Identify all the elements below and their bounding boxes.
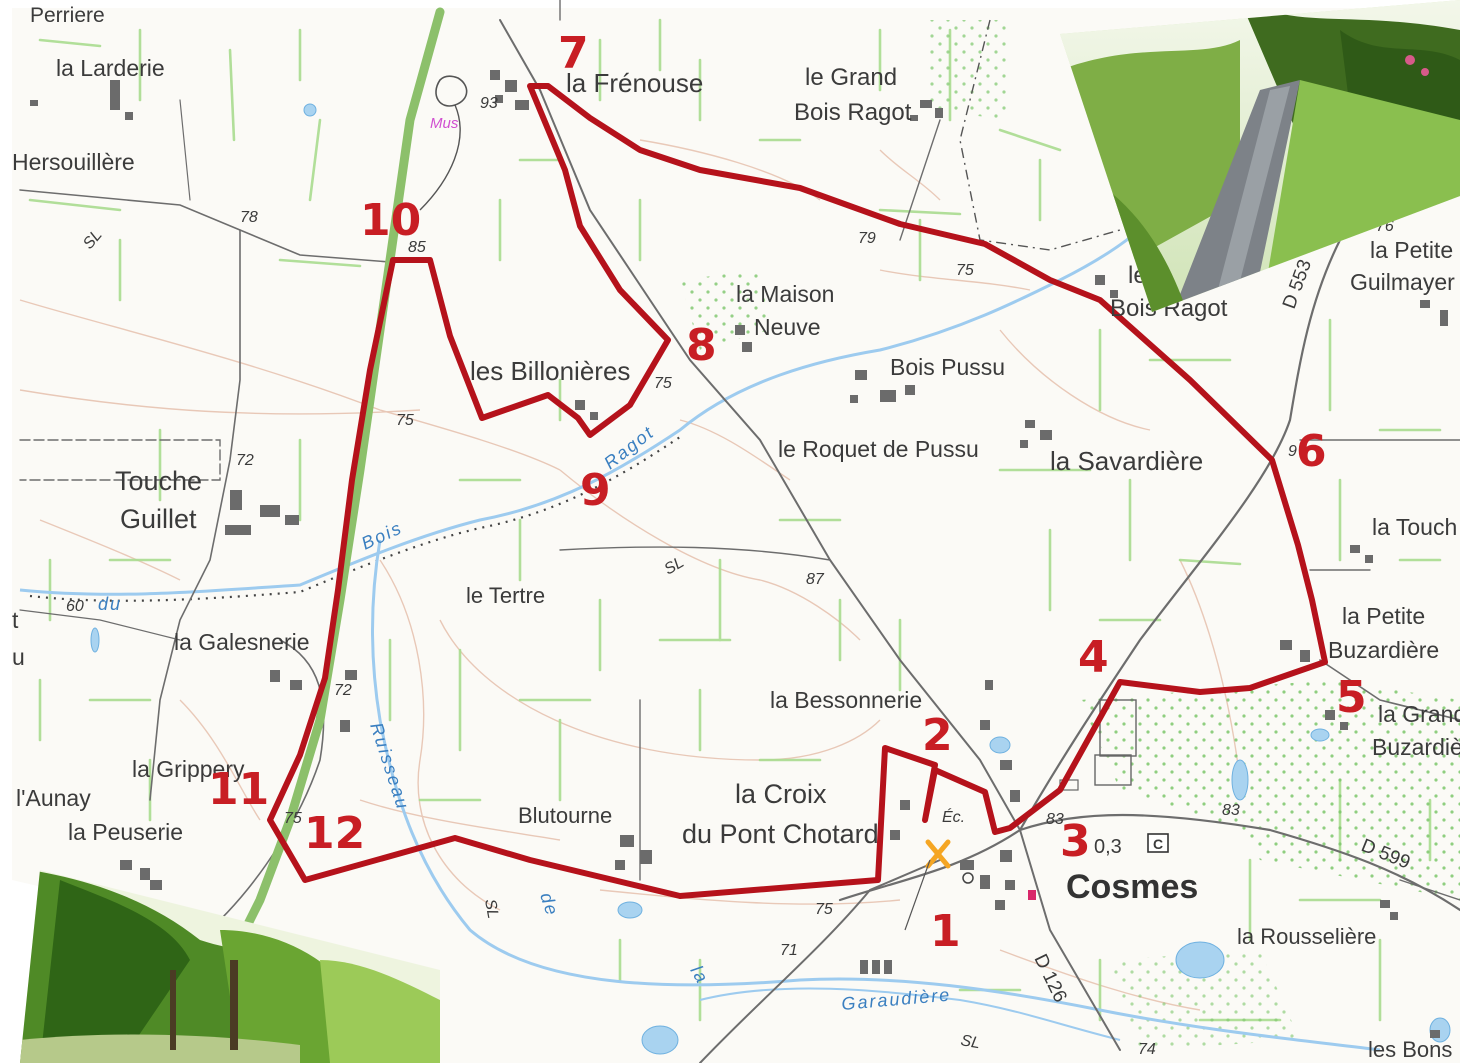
altitude: 79 bbox=[858, 230, 876, 247]
altitude: 75 bbox=[284, 810, 302, 827]
map-icon-pink bbox=[1028, 890, 1036, 900]
waypoint-10[interactable]: 10 bbox=[360, 195, 421, 246]
place-label: la Croix bbox=[735, 779, 827, 809]
place-label: Neuve bbox=[754, 314, 820, 340]
town-altitude: 0,3 bbox=[1094, 836, 1122, 858]
altitude: 72 bbox=[334, 682, 352, 699]
town-name: Cosmes bbox=[1066, 868, 1198, 906]
place-label: la Frénouse bbox=[566, 68, 703, 98]
altitude: 93 bbox=[480, 95, 498, 112]
place-label: u bbox=[12, 644, 25, 670]
place-label: Hersouillère bbox=[12, 149, 135, 175]
roads bbox=[19, 0, 1460, 1063]
river-garaudiere bbox=[699, 987, 1121, 1041]
altitude: 83 bbox=[1222, 802, 1240, 819]
altitude: 9 bbox=[1288, 443, 1297, 460]
waypoint-8[interactable]: 8 bbox=[686, 320, 717, 371]
place-label: Guilmayer bbox=[1350, 269, 1455, 295]
place-label: la Savardière bbox=[1050, 446, 1203, 476]
sl-label: SL bbox=[481, 898, 501, 920]
place-label: l'Aunay bbox=[16, 785, 91, 811]
river-label-du: du bbox=[98, 594, 122, 614]
place-label: la Grippery bbox=[132, 756, 245, 782]
place-label: la Rousselière bbox=[1237, 924, 1376, 949]
altitude: 75 bbox=[956, 262, 974, 279]
greenway bbox=[225, 7, 445, 965]
museum-track bbox=[419, 104, 461, 211]
place-label: Blutourne bbox=[518, 803, 612, 828]
altitude: 85 bbox=[408, 239, 426, 256]
altitude-labels: 93 78 85 79 75 76 72 75 60 87 72 75 75 8… bbox=[66, 95, 1394, 1058]
place-label: Bois Ragot bbox=[794, 99, 912, 126]
waypoint-11[interactable]: 11 bbox=[208, 764, 269, 815]
ponds bbox=[90, 103, 1451, 1055]
church-icon bbox=[962, 872, 974, 884]
place-label: la Peuserie bbox=[68, 819, 183, 845]
orchard-area bbox=[680, 270, 770, 350]
waypoint-4[interactable]: 4 bbox=[1078, 632, 1109, 683]
sl-label: SL bbox=[959, 1032, 981, 1052]
place-label: t bbox=[12, 607, 19, 633]
place-label: le Grand bbox=[805, 64, 897, 91]
map-background bbox=[12, 8, 1460, 1063]
altitude: 75 bbox=[396, 412, 414, 429]
start-pointer bbox=[904, 859, 931, 931]
waypoint-1[interactable]: 1 bbox=[930, 906, 961, 957]
altitude: 71 bbox=[780, 942, 798, 959]
place-label: le Tertre bbox=[466, 583, 545, 608]
place-label: les Billonières bbox=[470, 356, 630, 386]
river-ruisseau bbox=[371, 539, 1381, 1052]
place-label: la Petite bbox=[1370, 237, 1453, 263]
altitude: 75 bbox=[654, 375, 672, 392]
start-marker-icon[interactable] bbox=[925, 839, 951, 869]
waypoint-3[interactable]: 3 bbox=[1060, 816, 1091, 867]
place-labels: Perriere la Larderie Hersouillère la Fré… bbox=[12, 4, 1460, 1062]
place-label: Bois Pussu bbox=[890, 354, 1005, 380]
museum-loop bbox=[435, 75, 468, 107]
waypoint-2[interactable]: 2 bbox=[922, 710, 953, 761]
altitude: 83 bbox=[1046, 811, 1064, 828]
waypoint-5[interactable]: 5 bbox=[1336, 672, 1367, 723]
buildings bbox=[30, 70, 1448, 1038]
waypoint-6[interactable]: 6 bbox=[1296, 426, 1327, 477]
place-label: le Roquet de Pussu bbox=[778, 436, 979, 462]
waypoint-12[interactable]: 12 bbox=[304, 808, 365, 859]
place-label: la Larderie bbox=[56, 55, 165, 81]
campsite-label: C bbox=[1153, 836, 1163, 852]
place-label: la Petite bbox=[1342, 603, 1425, 629]
museum-label: Mus bbox=[430, 115, 459, 132]
orchard-area bbox=[930, 20, 1010, 120]
place-label: Touche bbox=[115, 466, 202, 496]
hedgerows bbox=[28, 18, 1442, 1022]
altitude: 72 bbox=[236, 452, 254, 469]
place-label: la Galesnerie bbox=[174, 629, 310, 655]
place-label: la Bessonnerie bbox=[770, 687, 922, 713]
place-label: la Touch bbox=[1372, 514, 1457, 540]
orchard-area bbox=[1110, 950, 1300, 1050]
waypoint-9[interactable]: 9 bbox=[580, 465, 611, 516]
altitude: 87 bbox=[806, 571, 825, 588]
place-label: Perriere bbox=[30, 4, 105, 27]
place-label: les Bons bbox=[1368, 1037, 1452, 1062]
river-ragot bbox=[19, 218, 1152, 596]
place-label: Buzardière bbox=[1328, 637, 1439, 663]
altitude: 74 bbox=[1138, 1041, 1156, 1058]
waypoint-7[interactable]: 7 bbox=[558, 28, 589, 79]
place-label: la Grand bbox=[1378, 701, 1460, 727]
altitude: 60 bbox=[66, 598, 84, 615]
church-label: Éc. bbox=[942, 807, 965, 826]
campsite-box bbox=[1147, 833, 1169, 853]
place-label: Guillet bbox=[120, 504, 197, 534]
place-label: Buzardiè bbox=[1372, 734, 1460, 760]
orchard-area bbox=[1080, 680, 1460, 900]
hiking-route bbox=[267, 83, 1328, 899]
place-label: la Maison bbox=[736, 281, 834, 307]
place-label: du Pont Chotard bbox=[682, 819, 879, 849]
waypoint-numbers: 1 2 3 4 5 6 7 8 9 10 11 12 bbox=[208, 28, 1367, 957]
altitude: 75 bbox=[815, 901, 833, 918]
altitude: 78 bbox=[240, 209, 258, 226]
